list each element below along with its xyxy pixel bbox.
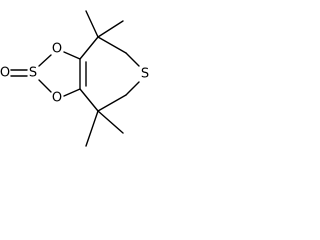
bond-o-c-upper [63,51,81,60]
bonds [10,10,140,147]
bond-o-c-lower [63,88,81,97]
atom-sulfur-sulfite: S [29,66,37,81]
bond-methyl-3 [85,110,99,147]
atom-oxygen-ring-top: O [52,42,62,57]
atom-exo-oxygen: O [0,66,10,81]
molecule-structure: O S O O S [0,10,149,147]
bond-s-o-top [38,54,52,67]
bond-c-cq-lower [79,88,99,112]
atom-labels: O S O O S [0,42,149,106]
bond-s-o-bottom [38,79,52,93]
atom-sulfur-thiepane: S [141,67,149,82]
atom-oxygen-ring-bottom: O [52,91,62,106]
bond-ch2-s-upper [125,52,140,67]
bond-cq-ch2-upper [97,36,127,54]
bond-c-cq-upper [79,36,99,60]
bond-methyl-1 [85,10,99,38]
bond-cq-ch2-lower [97,94,127,112]
bond-methyl-4 [97,110,124,134]
bond-methyl-2 [97,20,124,38]
bond-ch2-s-lower [125,81,140,96]
